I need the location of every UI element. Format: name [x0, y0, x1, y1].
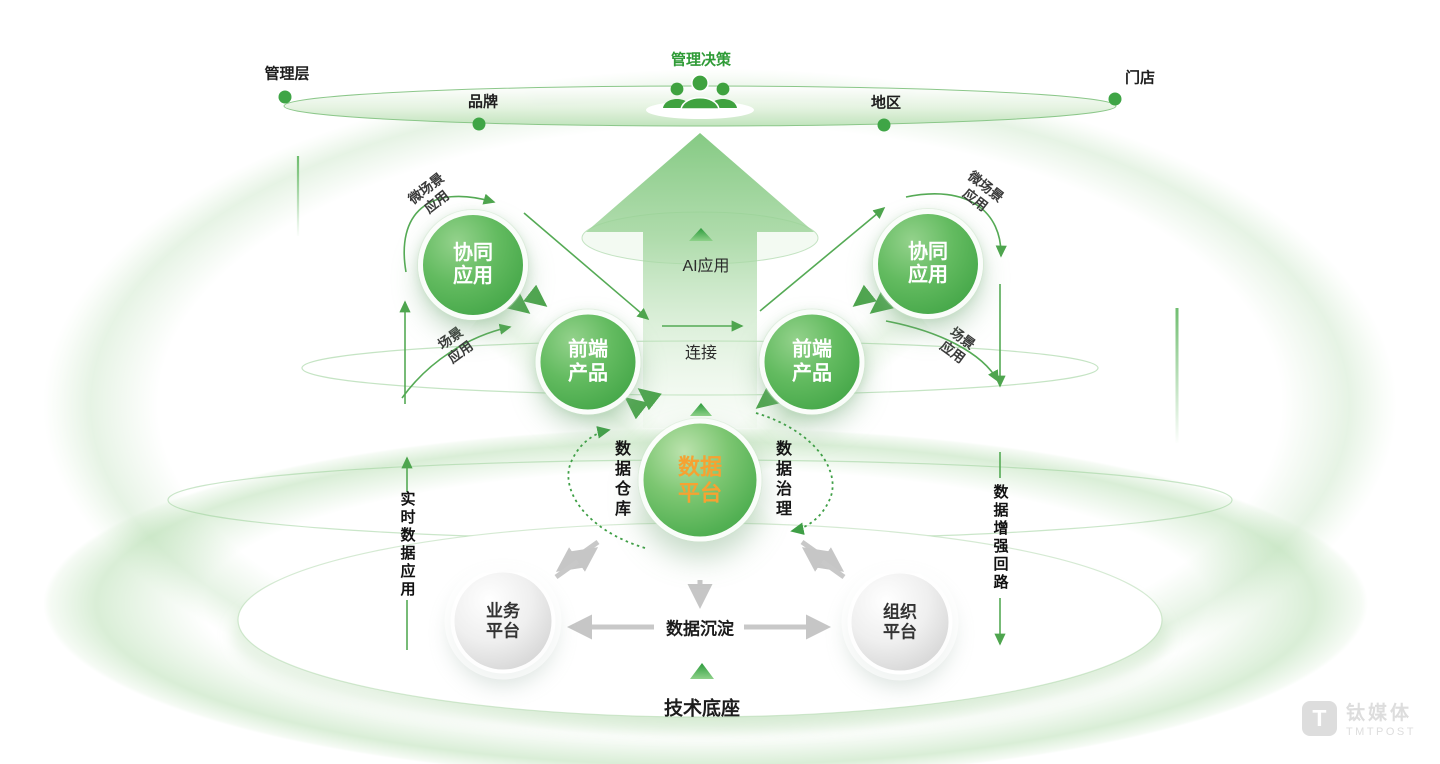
green-arrows — [399, 193, 1007, 650]
node-collab-app-left: 协同应用 — [418, 210, 528, 320]
diagonal-left-arrow — [523, 212, 650, 321]
people-icon — [663, 74, 737, 110]
node-label: 前端产品 — [792, 338, 832, 384]
data-circulation-arcs — [567, 412, 834, 549]
label-region: 地区 — [870, 94, 902, 112]
label-data-enhance-loop: 数据增强回路 — [991, 484, 1009, 592]
dot-store — [1108, 92, 1122, 106]
node-business-platform: 业务平台 — [450, 568, 556, 674]
node-label: 业务平台 — [486, 601, 520, 640]
label-data-warehouse: 数据仓库 — [612, 440, 629, 520]
scene-right-arc — [885, 320, 999, 383]
node-organization-platform: 组织平台 — [847, 569, 953, 675]
label-ai-app: AI应用 — [682, 258, 730, 275]
node-label: 前端产品 — [568, 338, 608, 384]
tmtpost-logo-icon: T — [1301, 700, 1337, 736]
node-front-product-right: 前端产品 — [759, 309, 865, 415]
label-data-governance: 数据治理 — [773, 440, 790, 520]
node-label: 协同应用 — [908, 240, 948, 286]
micro-scene-right-arc — [905, 193, 1007, 258]
dot-region — [877, 118, 891, 132]
label-brand: 品牌 — [467, 93, 499, 111]
label-store: 门店 — [1124, 69, 1156, 87]
tmtpost-watermark: T 钛媒体 TMTPOST — [1301, 698, 1416, 738]
node-collab-app-right: 协同应用 — [873, 209, 983, 319]
diagonal-right-arrow — [759, 206, 886, 312]
dot-brand — [472, 117, 486, 131]
big-up-arrow — [586, 133, 814, 428]
node-front-product-left: 前端产品 — [535, 309, 641, 415]
label-management-layer: 管理层 — [264, 65, 310, 83]
node-label: 组织平台 — [883, 602, 917, 641]
node-label: 协同应用 — [453, 241, 493, 287]
governance-arc — [755, 412, 834, 535]
node-label: 数据平台 — [677, 454, 722, 505]
triangle-foundation — [690, 663, 714, 679]
dot-management — [278, 90, 292, 104]
micro-scene-left-arc — [403, 193, 496, 273]
label-realtime-data-app: 实时数据应用 — [398, 491, 416, 599]
tmtpost-name: 钛媒体 — [1345, 703, 1412, 724]
tmtpost-sub: TMTPOST — [1345, 726, 1416, 738]
label-management-decision: 管理决策 — [670, 51, 732, 69]
scene-left-arc — [401, 323, 512, 399]
gray-arrows — [554, 539, 846, 640]
label-tech-foundation: 技术底座 — [663, 698, 741, 720]
exchange-right-up — [801, 547, 846, 580]
triangle-platform — [690, 403, 712, 416]
triangle-ai — [689, 228, 713, 241]
node-data-platform: 数据平台 — [638, 418, 762, 542]
dimension-dots — [278, 90, 1122, 132]
warehouse-arc — [567, 426, 646, 549]
label-connect: 连接 — [684, 345, 718, 362]
label-data-deposit: 数据沉淀 — [666, 619, 734, 639]
exchange-left-up — [554, 547, 599, 580]
